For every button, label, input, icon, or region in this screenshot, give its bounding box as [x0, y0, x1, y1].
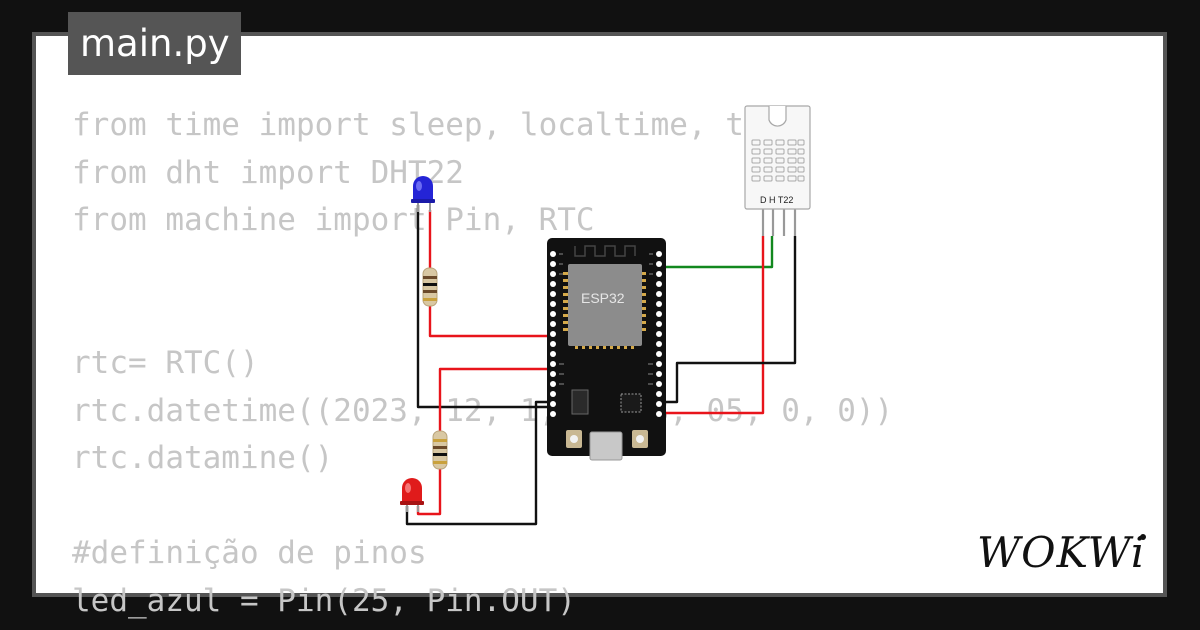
logo-dot: [1140, 534, 1146, 540]
red-led[interactable]: [400, 478, 424, 512]
usb-connector: [589, 431, 623, 461]
filename-label: main.py: [80, 22, 230, 65]
dht22-label: D H T22: [760, 195, 793, 205]
wire-dht-ground[interactable]: [659, 236, 797, 404]
code-line: rtc.datetime((2023, 12, 1, 4, 23, 05, 0,…: [72, 392, 894, 429]
wokwi-logo-text: WOKWi: [977, 528, 1145, 577]
code-line: rtc= RTC(): [72, 344, 259, 381]
voltage-regulator: [571, 389, 589, 415]
code-line: from machine import Pin, RTC: [72, 202, 595, 239]
code-line: from dht import DHT22: [72, 154, 464, 191]
esp32-label: ESP32: [581, 290, 625, 306]
wokwi-logo: WOKWi: [977, 528, 1146, 577]
dht22-sensor[interactable]: D H T22: [744, 105, 811, 236]
wire-blue-led-ground[interactable]: [416, 205, 553, 409]
boot-button[interactable]: [566, 430, 582, 448]
esp32-board[interactable]: ESP32: [547, 238, 666, 461]
wire-dht-vcc[interactable]: [659, 236, 765, 415]
resistor-red-led[interactable]: [432, 430, 448, 470]
pin-header-left: [550, 251, 556, 417]
code-line: #definição de pinos: [72, 535, 427, 572]
wire-resistor-to-esp32[interactable]: [428, 305, 553, 338]
wire-esp32-to-red-resistor[interactable]: [438, 367, 553, 432]
code-line: led_azul = Pin(25, Pin.OUT): [72, 582, 576, 619]
pin-label-marks: [559, 253, 653, 385]
wire-red-led-ground[interactable]: [405, 400, 553, 526]
code-card: from time import sleep, localtime, time …: [32, 32, 1167, 619]
pin-header-right: [656, 251, 662, 417]
code-line: rtc.datamine(): [72, 440, 334, 477]
esp32-module: [568, 264, 642, 346]
resistor-blue-led[interactable]: [422, 267, 438, 307]
blue-led[interactable]: [411, 176, 435, 212]
en-button[interactable]: [632, 430, 648, 448]
usb-uart-chip: [620, 393, 642, 413]
code-block: from time import sleep, localtime, time …: [72, 102, 893, 626]
filename-tab[interactable]: main.py: [68, 12, 241, 75]
wire-dht-data[interactable]: [659, 236, 774, 269]
sensor-grille: [751, 139, 805, 182]
